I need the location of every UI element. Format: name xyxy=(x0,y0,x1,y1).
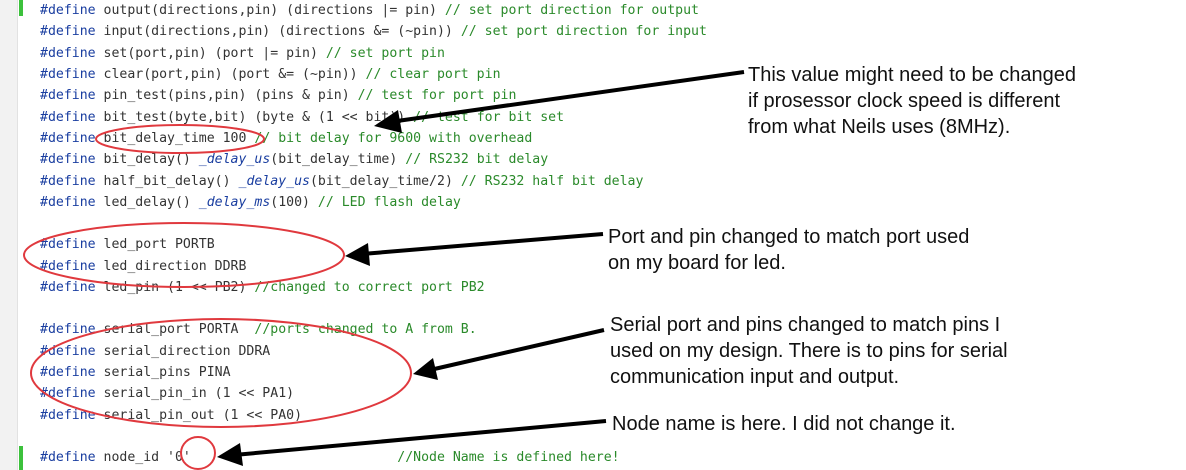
macro-body: serial_pins PINA xyxy=(95,365,231,380)
code-line: #define half_bit_delay() _delay_us(bit_d… xyxy=(40,171,643,192)
macro-args: (bit_delay_time) xyxy=(270,152,406,167)
macro-args: (bit_delay_time/2) xyxy=(309,174,461,189)
define-keyword: #define xyxy=(40,195,96,210)
code-line: #define serial_port PORTA //ports change… xyxy=(40,319,477,340)
macro-body: led_port PORTB xyxy=(95,237,215,252)
code-comment: // set port direction for output xyxy=(444,3,699,18)
note-led: Port and pin changed to match port used … xyxy=(608,224,969,276)
code-comment: // set port direction for input xyxy=(460,24,707,39)
define-keyword: #define xyxy=(40,408,96,423)
change-marker-top xyxy=(19,0,23,16)
note-serial-line-2: used on my design. There is to pins for … xyxy=(610,340,1008,362)
macro-body: serial_direction DDRA xyxy=(95,344,271,359)
code-comment: // RS232 half bit delay xyxy=(460,174,644,189)
code-line: #define serial_pin_in (1 << PA1) xyxy=(40,383,294,404)
macro-body: led_direction DDRB xyxy=(95,259,247,274)
macro-body: bit_delay_time 100 xyxy=(95,131,255,146)
code-line: #define output(directions,pin) (directio… xyxy=(40,0,699,21)
note-node: Node name is here. I did not change it. xyxy=(612,411,956,437)
define-keyword: #define xyxy=(40,386,96,401)
code-comment: // set port pin xyxy=(325,46,445,61)
define-keyword: #define xyxy=(40,365,96,380)
macro-body: bit_delay() xyxy=(95,152,199,167)
code-comment: //ports changed to A from B. xyxy=(254,322,477,337)
code-line: #define node_id '0' //Node Name is defin… xyxy=(40,447,620,468)
code-line: #define bit_test(byte,bit) (byte & (1 <<… xyxy=(40,107,564,128)
define-keyword: #define xyxy=(40,110,96,125)
note-node-line-1: Node name is here. I did not change it. xyxy=(612,413,956,435)
note-clock-line-3: from what Neils uses (8MHz). xyxy=(748,116,1011,138)
note-led-line-1: Port and pin changed to match port used xyxy=(608,226,970,248)
define-keyword: #define xyxy=(40,67,96,82)
macro-body: input(directions,pin) (directions &= (~p… xyxy=(95,24,461,39)
code-comment: // LED flash delay xyxy=(317,195,461,210)
macro-body: serial_pin_out (1 << PA0) xyxy=(95,408,303,423)
define-keyword: #define xyxy=(40,3,96,18)
code-comment: // bit delay for 9600 with overhead xyxy=(254,131,533,146)
code-line: #define led_direction DDRB xyxy=(40,256,246,277)
delay-function: _delay_ms xyxy=(198,195,271,210)
define-keyword: #define xyxy=(40,259,96,274)
code-line: #define serial_direction DDRA xyxy=(40,341,270,362)
editor-gutter xyxy=(0,0,18,470)
code-comment: // RS232 bit delay xyxy=(405,152,549,167)
define-keyword: #define xyxy=(40,280,96,295)
define-keyword: #define xyxy=(40,450,96,465)
code-comment: //changed to correct port PB2 xyxy=(254,280,485,295)
define-keyword: #define xyxy=(40,152,96,167)
note-clock-line-1: This value might need to be changed xyxy=(748,64,1076,86)
code-line: #define pin_test(pins,pin) (pins & pin) … xyxy=(40,85,516,106)
code-comment: // test for port pin xyxy=(357,88,517,103)
macro-body: set(port,pin) (port |= pin) xyxy=(95,46,326,61)
macro-body: output(directions,pin) (directions |= pi… xyxy=(95,3,445,18)
code-line: #define serial_pins PINA xyxy=(40,362,231,383)
macro-args: (100) xyxy=(270,195,318,210)
define-keyword: #define xyxy=(40,344,96,359)
note-clock-line-2: if prosessor clock speed is different xyxy=(748,90,1061,112)
define-keyword: #define xyxy=(40,174,96,189)
code-line: #define led_pin (1 << PB2) //changed to … xyxy=(40,277,485,298)
macro-body: half_bit_delay() xyxy=(95,174,239,189)
code-line: #define serial_pin_out (1 << PA0) xyxy=(40,405,302,426)
define-keyword: #define xyxy=(40,88,96,103)
code-line: #define led_port PORTB xyxy=(40,234,215,255)
delay-function: _delay_us xyxy=(198,152,271,167)
change-marker-bottom xyxy=(19,446,23,470)
define-keyword: #define xyxy=(40,131,96,146)
code-comment: // clear port pin xyxy=(365,67,501,82)
macro-body: clear(port,pin) (port &= (~pin)) xyxy=(95,67,366,82)
arrow-led xyxy=(345,232,604,266)
note-serial: Serial port and pins changed to match pi… xyxy=(610,312,1008,390)
define-keyword: #define xyxy=(40,322,96,337)
code-line: #define led_delay() _delay_ms(100) // LE… xyxy=(40,192,461,213)
macro-body: bit_test(byte,bit) (byte & (1 << bit)) xyxy=(95,110,414,125)
code-comment: // test for bit set xyxy=(413,110,565,125)
code-line: #define bit_delay() _delay_us(bit_delay_… xyxy=(40,149,548,170)
code-line: #define clear(port,pin) (port &= (~pin))… xyxy=(40,64,501,85)
code-line: #define input(directions,pin) (direction… xyxy=(40,21,707,42)
macro-body: led_pin (1 << PB2) xyxy=(95,280,255,295)
macro-body: serial_pin_in (1 << PA1) xyxy=(95,386,295,401)
macro-body: led_delay() xyxy=(95,195,199,210)
note-led-line-2: on my board for led. xyxy=(608,252,786,274)
define-keyword: #define xyxy=(40,46,96,61)
note-serial-line-3: communication input and output. xyxy=(610,366,900,388)
macro-body: pin_test(pins,pin) (pins & pin) xyxy=(95,88,358,103)
delay-function: _delay_us xyxy=(238,174,310,189)
macro-body: serial_port PORTA xyxy=(95,322,255,337)
macro-body: node_id '0' xyxy=(95,450,398,465)
note-serial-line-1: Serial port and pins changed to match pi… xyxy=(610,314,1001,336)
define-keyword: #define xyxy=(40,237,96,252)
code-line: #define bit_delay_time 100 // bit delay … xyxy=(40,128,532,149)
define-keyword: #define xyxy=(40,24,96,39)
note-clock: This value might need to be changed if p… xyxy=(748,62,1076,140)
code-line: #define set(port,pin) (port |= pin) // s… xyxy=(40,43,445,64)
code-comment: //Node Name is defined here! xyxy=(397,450,620,465)
